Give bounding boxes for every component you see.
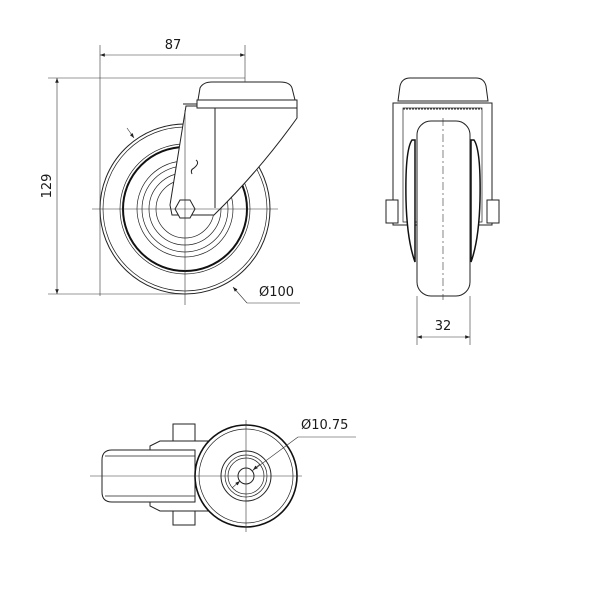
bolt-head-bottom [172,510,196,526]
front-mount-plate [196,81,298,109]
bolt-head-top [172,423,196,442]
dimension-bolt-hole-label: Ø10.75 [301,418,348,433]
brand-logo-mark [190,159,199,175]
side-view: 32 [385,77,500,345]
bolt-nut-right [486,199,500,224]
dimension-wheel-diameter-label: Ø100 [259,285,294,300]
dimension-wheel-width-label: 32 [435,319,452,334]
dimension-width-label: 87 [165,38,182,53]
top-view: Ø10.75 [90,418,356,532]
front-bracket [169,103,298,216]
front-view: 87 129 Ø100 [40,38,300,305]
dimension-height-label: 129 [40,174,55,199]
bolt-nut-left [385,199,399,224]
side-wheel [416,120,471,297]
